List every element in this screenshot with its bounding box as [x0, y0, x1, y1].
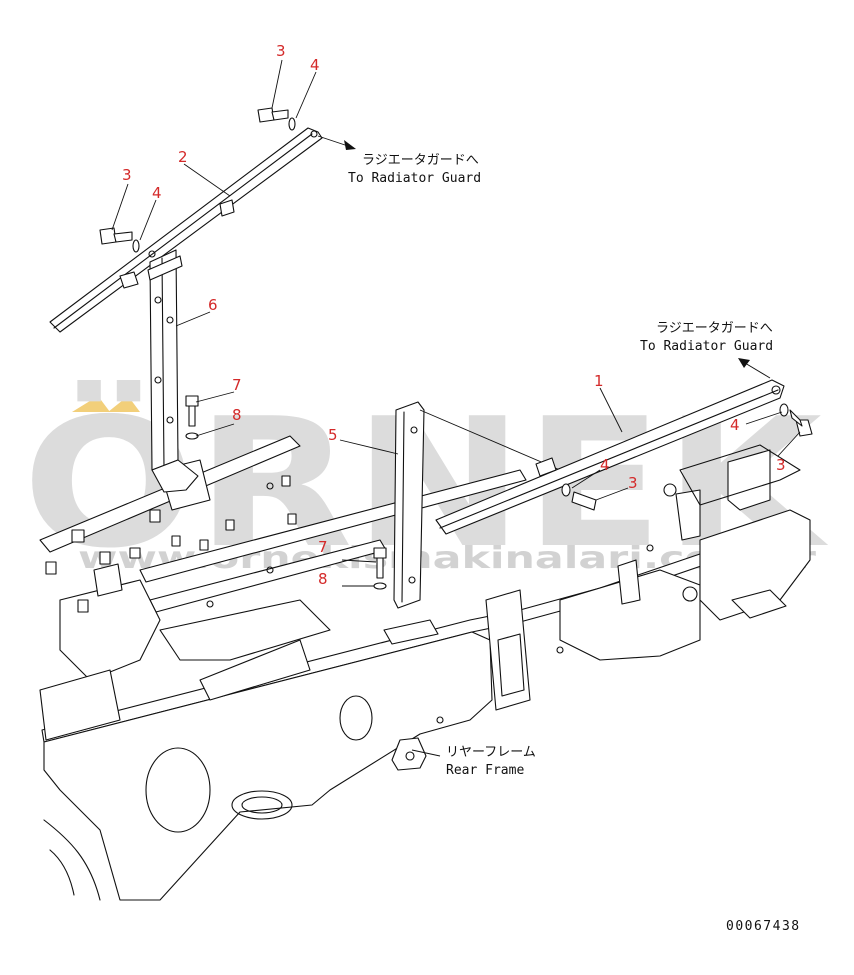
part-6-bracket — [147, 249, 199, 493]
callout-7-center: 7 — [318, 538, 328, 556]
callout-7-left: 7 — [232, 376, 242, 394]
part-2-stay — [49, 127, 323, 333]
callouts: 3 4 2 3 4 6 7 8 5 1 4 3 4 3 7 8 — [122, 42, 786, 588]
watermark-accent-left — [72, 396, 110, 412]
callout-8-left: 8 — [232, 406, 242, 424]
callout-4-center: 4 — [600, 456, 610, 474]
rear-frame — [39, 435, 811, 901]
radiator-guard-top-en: To Radiator Guard — [348, 171, 481, 186]
callout-4-top: 4 — [310, 56, 320, 74]
leader-lines — [111, 59, 801, 757]
callout-1: 1 — [594, 372, 604, 390]
callout-4-right: 4 — [730, 416, 740, 434]
callout-3-center: 3 — [628, 474, 638, 492]
callout-3-right: 3 — [776, 456, 786, 474]
rear-frame-jp: リヤーフレーム — [446, 745, 536, 760]
callout-6: 6 — [208, 296, 218, 314]
part-5-plate — [393, 401, 561, 609]
labels: ラジエータガードへ To Radiator Guard ラジエータガードへ To… — [348, 153, 801, 934]
callout-3-top: 3 — [276, 42, 286, 60]
callout-8-center: 8 — [318, 570, 328, 588]
drawing-number: 00067438 — [726, 919, 801, 934]
watermark-accent-right — [108, 396, 140, 412]
part-1-stay — [435, 379, 785, 535]
radiator-guard-top-jp: ラジエータガードへ — [362, 153, 479, 168]
radiator-guard-right-jp: ラジエータガードへ — [656, 321, 773, 336]
callout-5: 5 — [328, 426, 338, 444]
callout-3-mid: 3 — [122, 166, 132, 184]
radiator-guard-right-en: To Radiator Guard — [640, 339, 773, 354]
callout-4-mid: 4 — [152, 184, 162, 202]
rear-frame-en: Rear Frame — [446, 763, 524, 778]
hardware — [99, 107, 813, 590]
callout-2: 2 — [178, 148, 188, 166]
